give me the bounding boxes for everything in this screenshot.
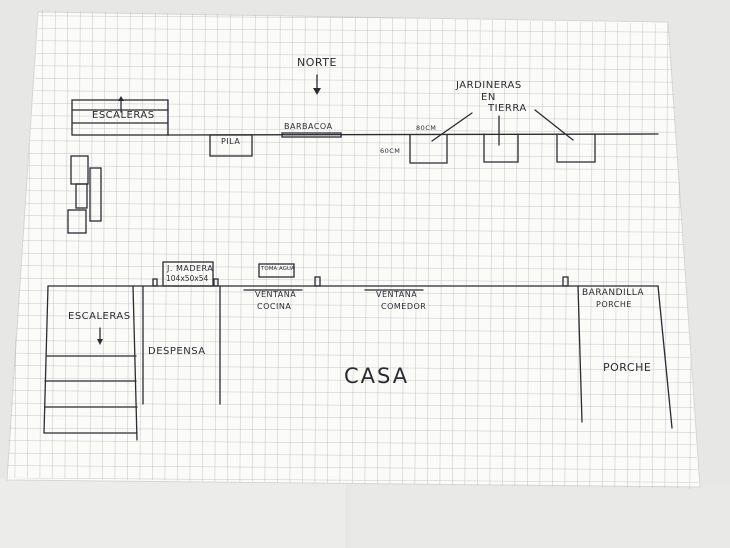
block <box>75 183 88 209</box>
ventana-cocina-label-2: COCINA <box>257 302 292 311</box>
barandilla-label-2: PORCHE <box>596 300 632 309</box>
stairs-down-arrowhead-icon <box>97 339 103 345</box>
post <box>314 276 321 287</box>
jardineras-label-en: EN <box>481 92 496 103</box>
jardineras-label: JARDINERAS <box>456 80 522 91</box>
toma-agua-label: TOMA AGUA <box>261 266 295 272</box>
background-tile <box>0 478 345 548</box>
jardineras-label-tierra: TIERRA <box>488 103 527 114</box>
j-madera <box>162 261 214 287</box>
post <box>213 278 219 287</box>
planter-3 <box>556 133 596 163</box>
planter-2 <box>483 133 519 163</box>
barbacoa <box>281 132 342 138</box>
block <box>89 167 102 222</box>
despensa-label: DESPENSA <box>148 346 206 357</box>
porche-edge <box>657 285 673 429</box>
norte-label: NORTE <box>297 56 337 69</box>
pila-label: PILA <box>221 137 241 146</box>
barbacoa-label: BARBACOA <box>284 122 333 131</box>
north-arrowhead-icon <box>313 88 321 95</box>
stairs-up-arrowhead-icon <box>118 96 124 101</box>
j-madera-dimensions: 104x50x54 <box>166 274 209 283</box>
pila <box>209 134 253 157</box>
porche-wall <box>577 285 583 423</box>
pointer-line <box>431 112 473 142</box>
post <box>562 276 569 287</box>
dimension-80cm: 80CM <box>416 124 437 132</box>
stairs-left <box>43 285 138 441</box>
ventana-comedor-label-2: COMEDOR <box>381 302 427 311</box>
post <box>152 278 158 287</box>
block <box>67 209 87 234</box>
planter-1 <box>409 134 448 164</box>
escaleras-left-label: ESCALERAS <box>68 311 131 322</box>
ventana-comedor-label: VENTANA <box>376 290 418 299</box>
pointer-line <box>534 109 574 141</box>
porche-label: PORCHE <box>603 361 652 374</box>
toma-agua <box>258 263 295 278</box>
barandilla-label: BARANDILLA <box>582 288 645 298</box>
j-madera-label: J. MADERA <box>167 264 214 273</box>
ventana-cocina-label: VENTANA <box>255 290 297 299</box>
casa-label: CASA <box>344 364 410 388</box>
dimension-60cm: 60CM <box>380 147 401 155</box>
background-tile <box>352 485 730 548</box>
escaleras-top-label: ESCALERAS <box>92 110 155 121</box>
